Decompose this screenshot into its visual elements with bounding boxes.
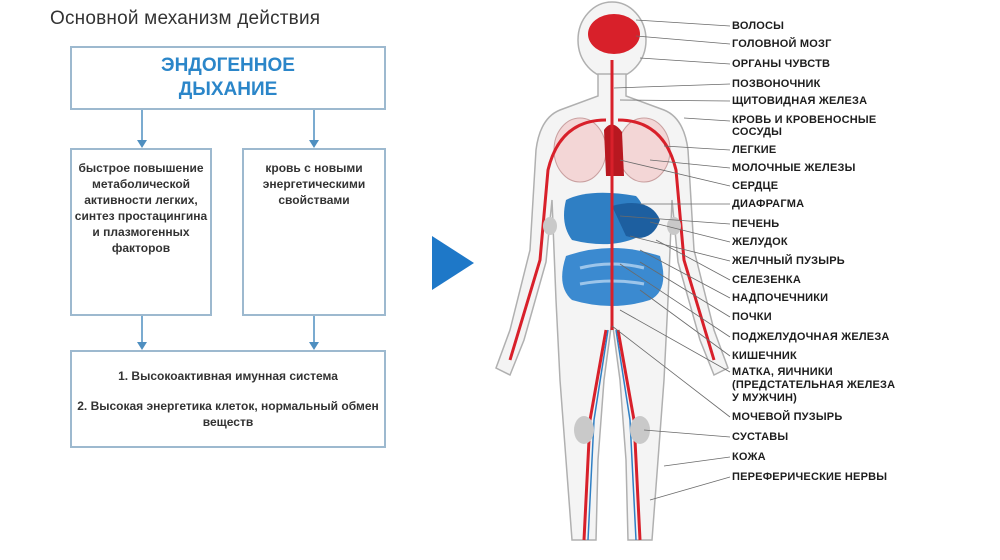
endogenous-breathing-line1: ЭНДОГЕННОЕ [161, 55, 295, 76]
new-blood-text: кровь с новыми энергетическими свойствам… [262, 161, 366, 207]
label-peripheral-nerves: ПЕРЕФЕРИЧЕСКИЕ НЕРВЫ [732, 471, 888, 483]
label-spleen: СЕЛЕЗЕНКА [732, 274, 801, 286]
label-pancreas: ПОДЖЕЛУДОЧНАЯ ЖЕЛЕЗА [732, 331, 890, 343]
endogenous-breathing-box: ЭНДОГЕННОЕ ДЫХАНИЕ [70, 46, 386, 110]
label-joints: СУСТАВЫ [732, 431, 789, 443]
diagram-title: Основной механизм действия [50, 8, 321, 29]
arrow-down-right-2-icon [309, 316, 319, 350]
new-blood-box: кровь с новыми энергетическими свойствам… [242, 148, 386, 316]
label-blood-vessels: КРОВЬ И КРОВЕНОСНЫЕ [732, 114, 877, 126]
label-spine: ПОЗВОНОЧНИК [732, 78, 821, 90]
result-immune: 1. Высокоактивная имунная система [118, 369, 338, 383]
label-prostate: (ПРЕДСТАТЕЛЬНАЯ ЖЕЛЕЗА [732, 379, 896, 391]
label-diaphragm: ДИАФРАГМА [732, 198, 805, 210]
label-vessels: СОСУДЫ [732, 126, 783, 138]
label-liver: ПЕЧЕНЬ [732, 218, 780, 230]
label-uterus-ovaries: МАТКА, ЯИЧНИКИ [732, 366, 833, 378]
label-mammary-glands: МОЛОЧНЫЕ ЖЕЛЕЗЫ [732, 162, 856, 174]
arrow-down-left-icon [137, 110, 147, 148]
label-heart: СЕРДЦЕ [732, 180, 779, 192]
label-senses: ОРГАНЫ ЧУВСТВ [732, 58, 831, 70]
label-kidneys: ПОЧКИ [732, 311, 772, 323]
label-lungs: ЛЕГКИЕ [732, 144, 777, 156]
label-bladder: МОЧЕВОЙ ПУЗЫРЬ [732, 411, 843, 423]
play-arrow-icon [432, 236, 474, 290]
label-gallbladder: ЖЕЛЧНЫЙ ПУЗЫРЬ [732, 255, 845, 267]
metabolic-activity-box: быстрое повышение метаболической активно… [70, 148, 212, 316]
metabolic-activity-text: быстрое повышение метаболической активно… [74, 161, 208, 255]
results-box: 1. Высокоактивная имунная система 2. Выс… [70, 350, 386, 448]
human-body-illustration [495, 1, 729, 541]
label-brain: ГОЛОВНОЙ МОЗГ [732, 38, 832, 50]
label-intestine: КИШЕЧНИК [732, 350, 797, 362]
label-thyroid: ЩИТОВИДНАЯ ЖЕЛЕЗА [732, 95, 868, 107]
arrow-down-left-2-icon [137, 316, 147, 350]
endogenous-breathing-line2: ДЫХАНИЕ [178, 79, 278, 100]
arrow-down-right-icon [309, 110, 319, 148]
result-energy: 2. Высокая энергетика клеток, нормальный… [77, 399, 379, 429]
label-stomach: ЖЕЛУДОК [732, 236, 788, 248]
label-skin: КОЖА [732, 451, 766, 463]
label-in-men: У МУЖЧИН) [732, 392, 798, 404]
label-hair: ВОЛОСЫ [732, 20, 785, 32]
label-adrenals: НАДПОЧЕЧНИКИ [732, 292, 829, 304]
